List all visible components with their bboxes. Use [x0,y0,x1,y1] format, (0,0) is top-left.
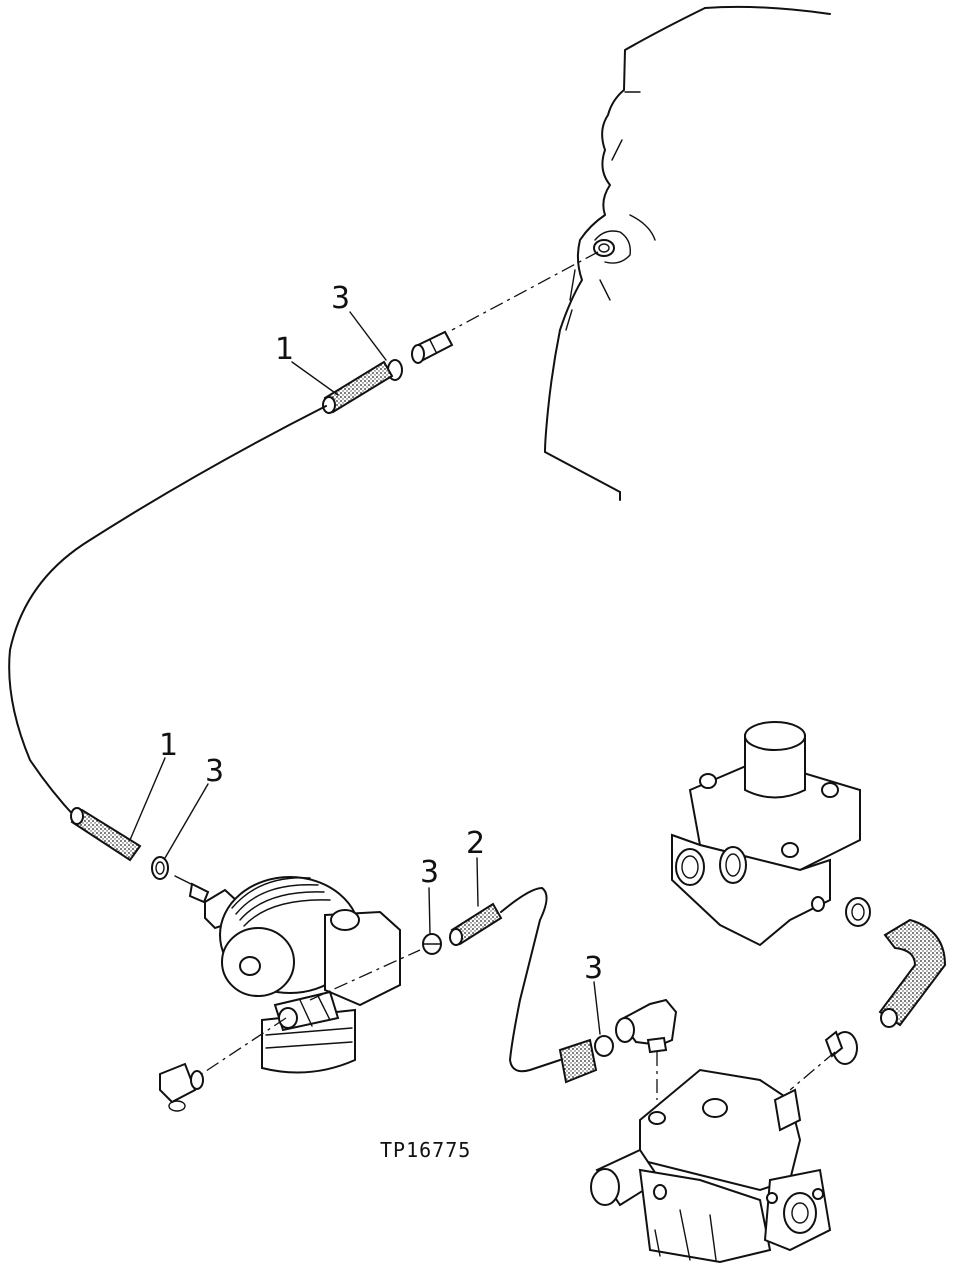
water-pump [590,1068,832,1264]
callout-leaders [129,311,601,1035]
return-alignment-line [789,1051,836,1091]
figure-reference: TP16775 [380,1138,471,1162]
upper-hose [322,360,394,414]
lower-hose [70,807,142,862]
pump-feed-line [500,887,561,1073]
callout-upper-hose: 1 [275,332,294,367]
upper-fitting [411,330,454,364]
pump-inlet-hose [558,1038,598,1084]
callout-lower-hose: 1 [159,728,178,763]
callout-upper-clamp: 3 [331,281,350,316]
bent-return-hose [878,918,947,1028]
short-hose-clamp [422,933,442,955]
short-hose [449,902,503,946]
lower-clamp [151,856,169,880]
long-fuel-line [8,405,327,819]
pump-clamp [594,1035,614,1057]
fuel-pump-housing [671,721,861,947]
callout-pump-clamp: 3 [584,951,603,986]
callout-short-hose: 2 [466,826,485,861]
callout-short-hose-clamp: 3 [420,855,439,890]
fuel-filter-assembly [174,875,401,1074]
elbow-fitting [615,998,678,1100]
filter-outlet-alignment-line [309,949,421,1001]
return-hose-clamp [824,1030,858,1065]
upper-alignment-line [451,251,599,331]
pump-outlet-washer [845,897,871,927]
filter-drain-fitting [159,1017,287,1112]
engine-block [544,5,831,501]
callout-lower-clamp: 3 [205,754,224,789]
